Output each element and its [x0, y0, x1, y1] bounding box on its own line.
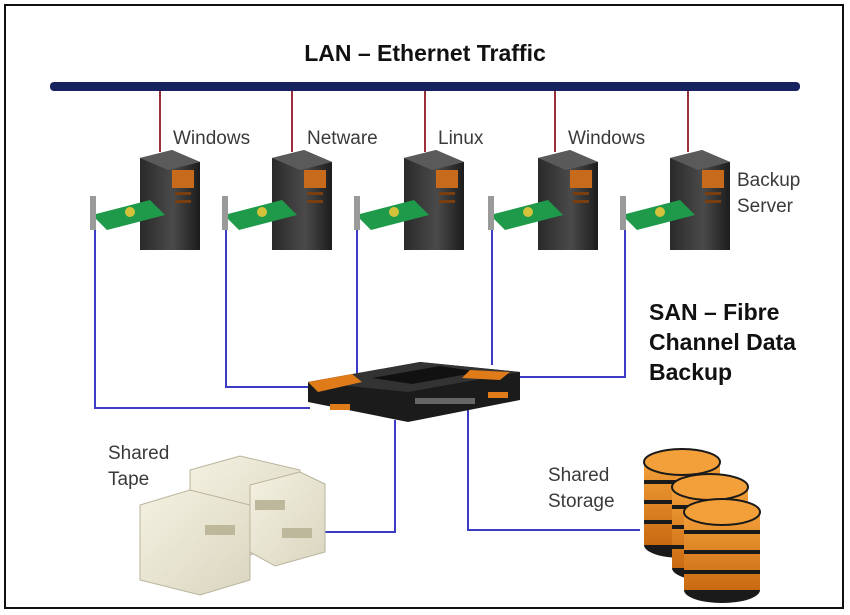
server-3-label: Linux	[438, 128, 484, 149]
server-4	[488, 150, 598, 250]
san-link-storage	[467, 405, 640, 531]
shared-tape-label-line2: Tape	[108, 469, 150, 490]
san-links	[94, 225, 640, 533]
san-link-1	[94, 225, 310, 409]
shared-storage-label-line1: Shared	[548, 465, 610, 486]
san-link-5	[505, 225, 626, 378]
server-4-label: Windows	[568, 128, 646, 149]
server-1-label: Windows	[173, 128, 251, 149]
shared-tape-label-line1: Shared	[108, 443, 170, 464]
backup-server-label-line1: Backup	[737, 170, 801, 191]
backup-server-label-line2: Server	[737, 196, 793, 217]
fibre-channel-switch	[308, 362, 520, 422]
lan-bus	[50, 82, 800, 91]
san-label-line3: Backup	[649, 359, 733, 385]
san-label-line2: Channel Data	[649, 329, 796, 355]
san-label: SAN – Fibre Channel Data Backup	[649, 297, 796, 387]
san-link-2	[225, 225, 318, 388]
shared-tape-drives	[139, 455, 326, 596]
lan-title: LAN – Ethernet Traffic	[304, 40, 546, 66]
san-link-tape	[310, 420, 396, 533]
shared-storage-disks	[643, 448, 761, 603]
server-2	[222, 150, 332, 250]
server-3	[354, 150, 464, 250]
lan-drops	[159, 91, 689, 152]
server-5	[620, 150, 730, 250]
server-2-label: Netware	[307, 128, 378, 149]
shared-storage-label-line2: Storage	[548, 491, 615, 512]
san-label-line1: SAN – Fibre	[649, 299, 780, 325]
server-1	[90, 150, 200, 250]
